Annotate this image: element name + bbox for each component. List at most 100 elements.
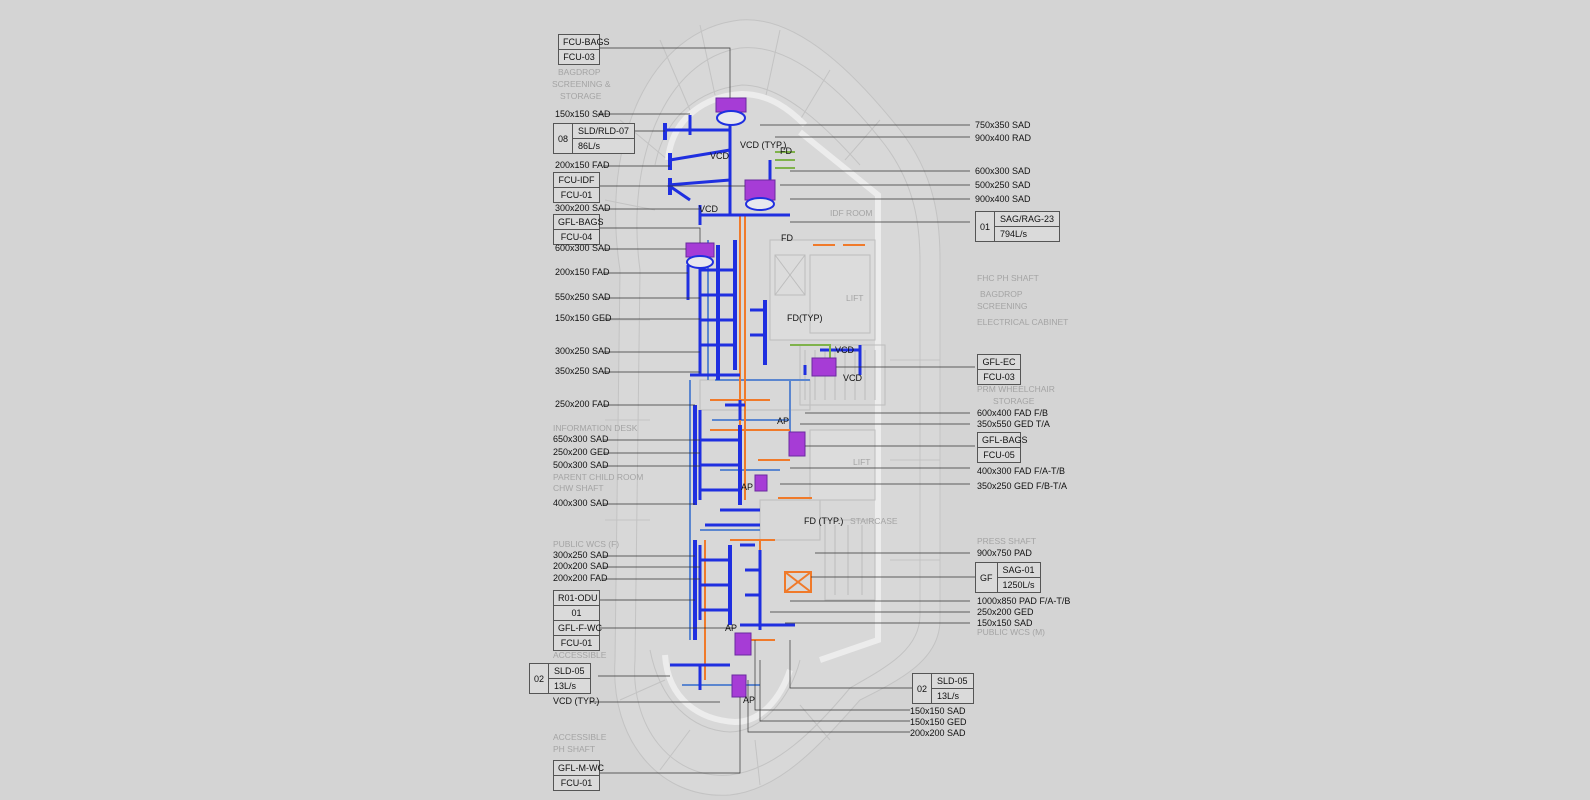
tag-line1: GFL-M-WC: [558, 763, 604, 773]
duct-label: 300x200 SAD: [555, 203, 611, 213]
duct-label: 150x150 SAD: [555, 109, 611, 119]
inline-label: FD (TYP.): [804, 516, 844, 526]
tag-gfl-bags-04: GFL-BAGS FCU-04: [553, 214, 604, 245]
tag-line2: FCU-03: [559, 49, 599, 64]
duct-label: 900x400 RAD: [975, 133, 1032, 143]
terminal-number: GF: [976, 563, 998, 592]
terminal-line1: SAG-01: [1002, 565, 1035, 575]
tag-line1: GFL-BAGS: [558, 217, 604, 227]
duct-label: 150x150 SAD: [910, 706, 966, 716]
duct-label: 150x150 SAD: [977, 618, 1033, 628]
gfl-ec-03-unit: [811, 357, 837, 377]
inline-label: AP: [741, 482, 754, 492]
tag-line2: FCU-01: [554, 775, 599, 790]
inline-label: AP: [725, 623, 738, 633]
building-outline: [604, 19, 941, 796]
room-label: STORAGE: [560, 91, 602, 101]
room-label: ACCESSIBLE: [553, 732, 607, 742]
terminal-line2: 13L/s: [549, 678, 590, 693]
duct-label: 200x200 SAD: [910, 728, 966, 738]
duct-label: 150x150 GED: [555, 313, 612, 323]
tag-line2: FCU-01: [554, 187, 599, 202]
gfl-m-wc-01-unit: [731, 674, 747, 698]
terminal-line1: SLD-05: [554, 666, 585, 676]
fcu-bags-03-unit: [715, 97, 747, 113]
terminal-line2: 1250L/s: [997, 577, 1040, 592]
duct-label: 200x200 SAD: [553, 561, 609, 571]
room-label: CHW SHAFT: [553, 483, 604, 493]
tag-line1: GFL-BAGS: [982, 435, 1028, 445]
duct-label: 300x250 SAD: [553, 550, 609, 560]
inline-label: VCD: [843, 373, 863, 383]
room-label: PH SHAFT: [553, 744, 596, 754]
tag-line2: 01: [554, 605, 599, 620]
room-label: LIFT: [846, 293, 864, 303]
terminal-number: 02: [913, 674, 933, 703]
duct-label: 900x750 PAD: [977, 548, 1032, 558]
leader-lines: [590, 47, 975, 774]
gfl-f-wc-01-unit: [734, 632, 752, 656]
room-label: PRM WHEELCHAIR: [977, 384, 1055, 394]
tag-fcu-bags-03: FCU-BAGS FCU-03: [558, 34, 610, 65]
terminal-sag-01: GF SAG-01 1250L/s: [975, 562, 1041, 593]
room-label: PARENT CHILD ROOM: [553, 472, 644, 482]
room-label: BAGDROP: [558, 67, 601, 77]
tag-line2: FCU-01: [554, 635, 599, 650]
duct-label: 600x300 SAD: [555, 243, 611, 253]
inline-label: AP: [777, 416, 790, 426]
room-label: IDF ROOM: [830, 208, 873, 218]
duct-label: 1000x850 PAD F/A-T/B: [977, 596, 1071, 606]
duct-label: 200x200 FAD: [553, 573, 608, 583]
inline-label: FD(TYP): [787, 313, 823, 323]
duct-label: 250x200 GED: [977, 607, 1034, 617]
tag-gfl-ec-03: GFL-EC FCU-03: [977, 354, 1021, 385]
terminal-line1: SLD-05: [937, 676, 968, 686]
tag-fcu-idf-01: FCU-IDF FCU-01: [553, 172, 600, 203]
tag-r01-odu-01: R01-ODU 01: [553, 590, 600, 621]
inline-label: FD: [780, 146, 792, 156]
fcu-bodies: [686, 110, 775, 269]
duct-label: 250x200 FAD: [555, 399, 610, 409]
duct-label: 200x150 FAD: [555, 160, 610, 170]
terminal-line2: 86L/s: [573, 138, 635, 153]
inline-label: VCD (TYP.): [740, 140, 787, 150]
terminal-sld-05-left: 02 SLD-05 13L/s: [529, 663, 591, 694]
terminal-number: 02: [530, 664, 550, 693]
room-label: STAIRCASE: [850, 516, 898, 526]
terminal-line2: 794L/s: [995, 226, 1060, 241]
tag-gfl-m-wc-01: GFL-M-WC FCU-01: [553, 760, 604, 791]
duct-label: 400x300 SAD: [553, 498, 609, 508]
tag-line2: FCU-03: [978, 369, 1020, 384]
tag-gfl-f-wc-01: GFL-F-WC FCU-01: [553, 620, 602, 651]
inline-label: VCD: [835, 345, 855, 355]
tag-line1: FCU-BAGS: [563, 37, 610, 47]
duct-label: 200x150 FAD: [555, 267, 610, 277]
inline-label: FD: [781, 233, 793, 243]
duct-label: 750x350 SAD: [975, 120, 1031, 130]
duct-label: 650x300 SAD: [553, 434, 609, 444]
terminal-sld-rld-07: 08 SLD/RLD-07 86L/s: [553, 123, 636, 154]
terminal-line1: SLD/RLD-07: [578, 126, 630, 136]
tag-line2: FCU-05: [978, 447, 1020, 462]
terminal-number: 01: [976, 212, 996, 241]
tag-line1: R01-ODU: [558, 593, 598, 603]
duct-label: 500x250 SAD: [975, 180, 1031, 190]
room-label: PUBLIC WCS (F): [553, 539, 620, 549]
green-ducts: [775, 151, 831, 360]
terminal-number: 08: [554, 124, 574, 153]
room-label: ACCESSIBLE: [553, 650, 607, 660]
gfl-bags-04-unit: [685, 242, 715, 258]
diffuser-bars: [663, 123, 767, 640]
room-label: LIFT: [853, 457, 871, 467]
inline-label: VCD: [699, 204, 719, 214]
duct-label: 300x250 SAD: [555, 346, 611, 356]
duct-label: 500x300 SAD: [553, 460, 609, 470]
tag-line1: FCU-IDF: [558, 175, 595, 185]
room-label: PUBLIC WCS (M): [977, 627, 1045, 637]
duct-label: 150x150 GED: [910, 717, 967, 727]
room-label: STORAGE: [993, 396, 1035, 406]
room-label: BAGDROP: [980, 289, 1023, 299]
